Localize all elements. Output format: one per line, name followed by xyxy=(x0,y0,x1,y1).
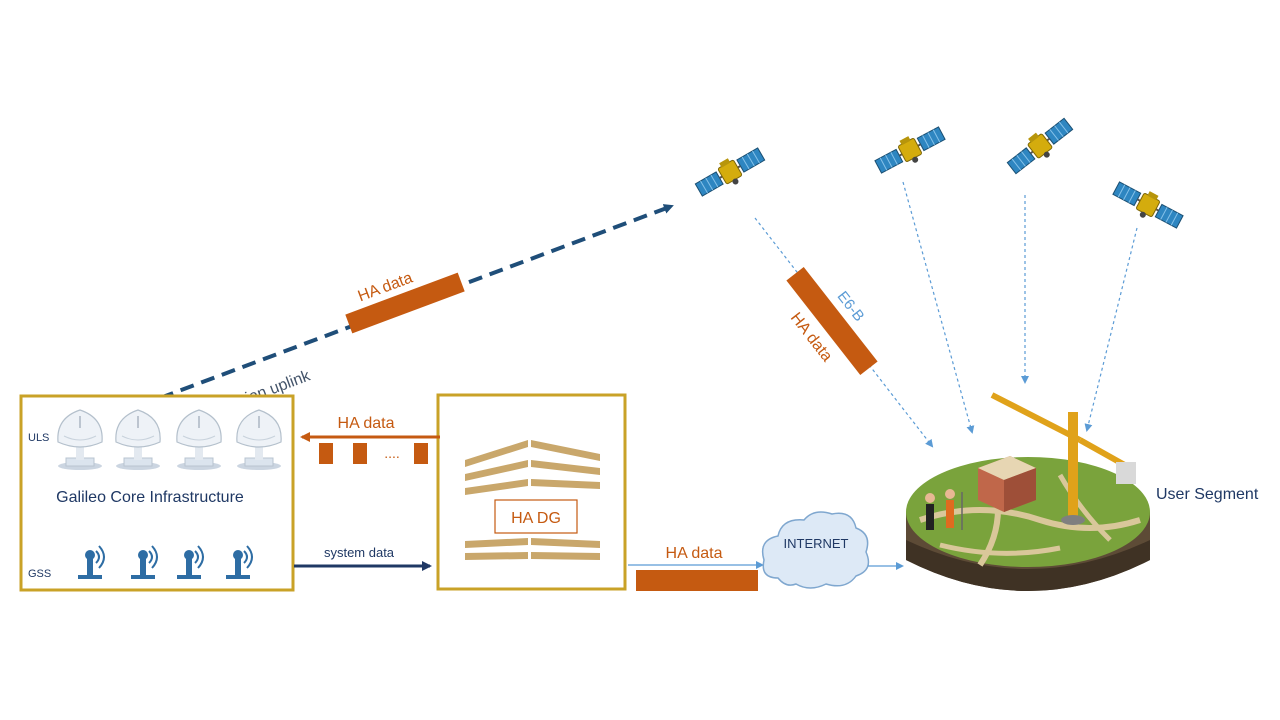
signal-line xyxy=(902,181,975,434)
gss-label: GSS xyxy=(28,568,51,580)
ha-data-uplink-block xyxy=(345,272,465,334)
ha-data-packet xyxy=(414,443,428,464)
satellite-icon xyxy=(871,120,950,181)
system-data-label: system data xyxy=(324,545,395,560)
internet-label: INTERNET xyxy=(784,536,849,551)
ha-dg-building xyxy=(465,440,600,560)
user-segment-label: User Segment xyxy=(1156,486,1259,503)
cloud-icon xyxy=(761,511,870,589)
ha-dg-label: HA DG xyxy=(511,510,561,527)
ha-data-dots: .... xyxy=(384,445,400,461)
satellite-icon xyxy=(691,141,770,204)
satellite-icon xyxy=(1002,112,1078,181)
satellite-icon xyxy=(1108,175,1187,236)
ha-data-core-label: HA data xyxy=(338,415,395,432)
signal-line xyxy=(1084,227,1138,432)
construction-site-icon xyxy=(906,392,1150,591)
uls-label: ULS xyxy=(28,432,49,444)
ha-data-packet xyxy=(319,443,333,464)
ha-data-packet xyxy=(353,443,367,464)
ha-dg-label-box xyxy=(494,499,578,534)
ha-data-internet-block xyxy=(636,570,758,591)
core-title: Galileo Core Infrastructure xyxy=(56,489,244,506)
ha-data-internet-label: HA data xyxy=(666,545,723,562)
ha-data-signal-block xyxy=(786,266,878,376)
